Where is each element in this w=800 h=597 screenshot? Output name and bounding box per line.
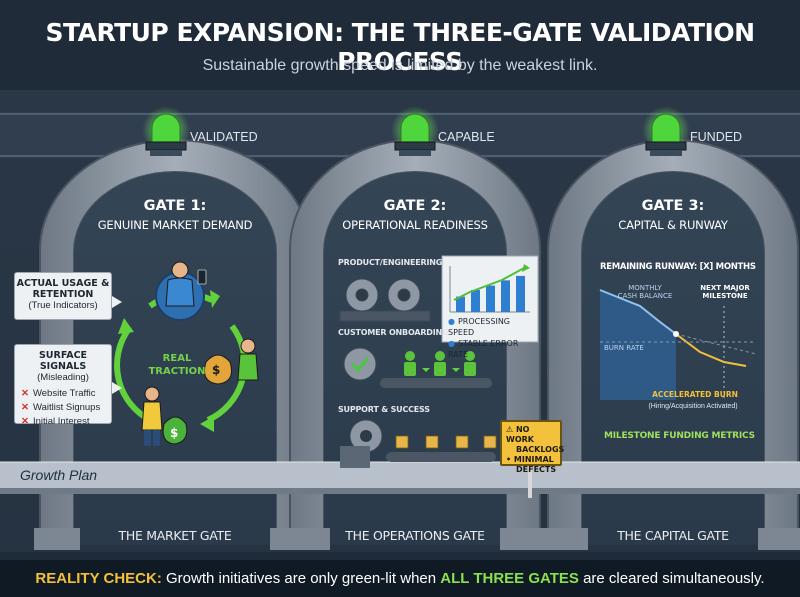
metric-processing-speed: ●PROCESSING SPEED: [448, 317, 511, 337]
growth-chart: [441, 255, 539, 343]
gate-1-title: GATE 1:: [143, 198, 207, 214]
chart-bar: [516, 275, 525, 312]
monthly-cash-label: MONTHLY CASH BALANCE: [617, 284, 673, 300]
actual-usage-card: ACTUAL USAGE & RETENTION (True Indicator…: [14, 272, 112, 320]
accelerated-burn-label: ACCELERATED BURN: [652, 390, 738, 399]
warning-line-2: BACKLOGS: [516, 445, 565, 454]
dollar-sign-1: $: [212, 363, 221, 377]
onboarding-conveyor-icon: [343, 347, 492, 388]
actual-usage-title-line1: ACTUAL USAGE &: [16, 278, 110, 289]
next-milestone-label: NEXT MAJOR MILESTONE: [700, 284, 750, 300]
gate-1-light-icon: [142, 106, 190, 156]
runway-chart: [599, 289, 757, 400]
section-customer-onboarding: CUSTOMER ONBOARDING: [338, 328, 449, 337]
bullet-icon: ●: [448, 317, 455, 326]
accelerated-burn-note: (Hiring/Acquisition Activated): [648, 403, 738, 410]
page-subtitle: Sustainable growth speed is limited by t…: [202, 57, 598, 74]
gate-1-subtitle: GENUINE MARKET DEMAND: [97, 218, 253, 232]
warning-line-4: DEFECTS: [516, 465, 557, 474]
reality-check-lead: REALITY CHECK:: [35, 570, 162, 587]
gate-2-footer: THE OPERATIONS GATE: [345, 528, 485, 543]
burn-rate-label: BURN RATE: [604, 344, 644, 352]
gate-1-arch: [34, 139, 316, 550]
bullet-icon: ●: [448, 339, 455, 348]
reality-check-banner: REALITY CHECK: Growth initiatives are on…: [0, 560, 800, 597]
gate-2-status: CAPABLE: [438, 130, 495, 144]
gate-2-subtitle: OPERATIONAL READINESS: [342, 218, 488, 232]
chart-metrics: ●PROCESSING SPEED ●STABLE ERROR RATE: [448, 316, 538, 360]
x-icon: ✕: [21, 388, 29, 399]
x-icon: ✕: [21, 402, 29, 413]
actual-usage-note: (True Indicators): [28, 300, 98, 311]
warning-line-1: ⚠ NO WORK: [506, 425, 534, 444]
surface-signals-card: SURFACE SIGNALS (Misleading) ✕Website Tr…: [14, 344, 112, 427]
gate-3-status: FUNDED: [690, 130, 743, 144]
list-item: ✕Website Traffic: [21, 388, 96, 399]
chart-bar: [471, 290, 480, 312]
list-item: ✕Initial Interest: [21, 416, 90, 427]
gate-3-subtitle: CAPITAL & RUNWAY: [618, 218, 728, 232]
surface-signals-list: ✕Website Traffic ✕Waitlist Signups ✕Init…: [21, 387, 105, 429]
reality-check-text: REALITY CHECK: Growth initiatives are on…: [35, 570, 765, 587]
page-title: STARTUP EXPANSION: THE THREE-GATE VALIDA…: [45, 18, 755, 76]
support-conveyor-icon: [340, 419, 532, 498]
gate-2-light-icon: [391, 106, 439, 156]
actual-usage-title-line2: RETENTION: [32, 289, 94, 300]
gate-1-footer: THE MARKET GATE: [118, 528, 232, 543]
growth-plan-label: Growth Plan: [20, 467, 98, 483]
product-gears-icon: [339, 278, 431, 322]
x-icon: ✕: [21, 416, 29, 427]
surface-signals-title: SURFACE SIGNALS: [38, 350, 88, 372]
gate-3-title: GATE 3:: [641, 198, 705, 214]
growth-track: [0, 461, 800, 494]
dollar-sign-2: $: [170, 426, 179, 440]
section-product-engineering: PRODUCT/ENGINEERING: [338, 258, 443, 267]
investor-money-icon: [141, 386, 188, 446]
gate-3-footer: THE CAPITAL GATE: [617, 528, 729, 543]
real-traction-label: REAL TRACTION: [148, 353, 206, 377]
warning-triangle-icon: ⚠: [506, 425, 514, 434]
chart-bar: [456, 296, 465, 312]
reality-check-highlight: ALL THREE GATES: [440, 570, 579, 587]
section-support-success: SUPPORT & SUCCESS: [338, 405, 430, 414]
gates-diagram: [0, 106, 800, 550]
chart-bar: [486, 285, 495, 312]
gate-2-title: GATE 2:: [383, 198, 447, 214]
list-item: ✕Waitlist Signups: [21, 402, 101, 413]
runway-panel-title: REMAINING RUNWAY: [X] MONTHS: [600, 262, 756, 272]
surface-signals-note: (Misleading): [37, 372, 89, 383]
milestone-funding-metrics: MILESTONE FUNDING METRICS: [604, 431, 755, 441]
quality-warning-sign: ⚠ NO WORK BACKLOGS • MINIMAL DEFECTS: [500, 420, 565, 474]
user-phone-icon: [155, 261, 207, 321]
gate-3-light-icon: [642, 106, 690, 156]
warning-line-3: • MINIMAL: [506, 455, 554, 464]
gate-1-status: VALIDATED: [190, 130, 258, 144]
customer-money-icon: [204, 338, 259, 385]
metric-stable-error-rate: ●STABLE ERROR RATE: [448, 339, 519, 359]
chart-bar: [501, 280, 510, 312]
